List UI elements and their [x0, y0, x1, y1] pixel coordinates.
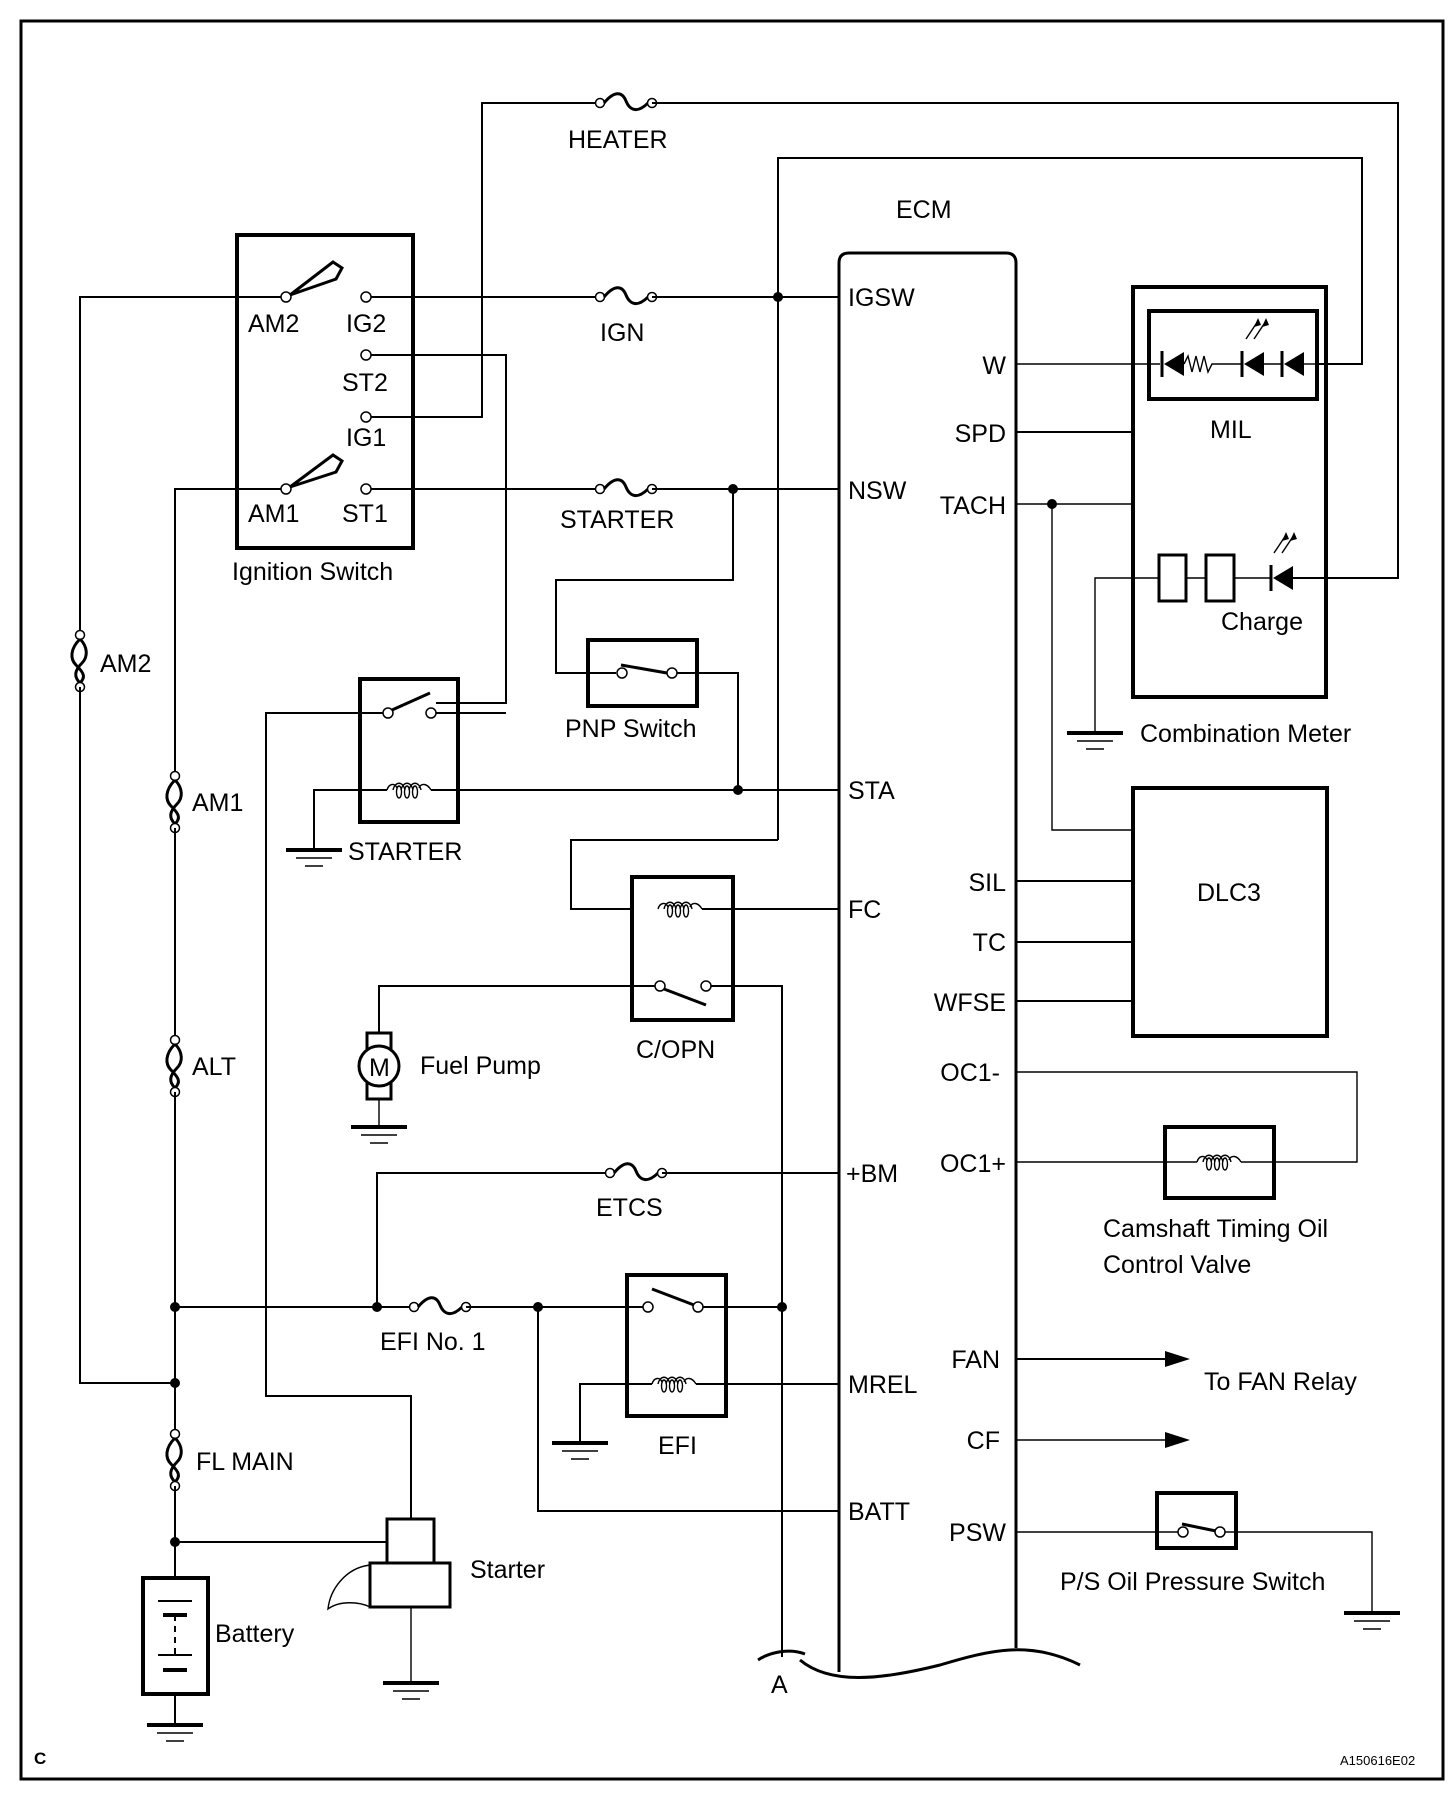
ignition-switch-label: Ignition Switch	[232, 558, 393, 586]
figure-id: A150616E02	[1340, 1753, 1415, 1768]
junction	[170, 1378, 180, 1388]
pin-fan: FAN	[951, 1346, 1000, 1374]
fan-relay-label: To FAN Relay	[1204, 1368, 1357, 1396]
dlc3-label: DLC3	[1197, 879, 1261, 907]
corner-mark: C	[34, 1749, 46, 1768]
motor-symbol: M	[369, 1054, 390, 1082]
fuel-pump: M Fuel Pump	[349, 1031, 541, 1145]
fuse-efi-no1-label: EFI No. 1	[380, 1328, 486, 1356]
pin-spd: SPD	[955, 420, 1006, 448]
copn-label: C/OPN	[636, 1036, 715, 1064]
fuse-alt-label: ALT	[192, 1053, 236, 1081]
pin-igsw: IGSW	[848, 284, 915, 312]
terminal-ig2: IG2	[346, 310, 386, 338]
charge-label: Charge	[1221, 608, 1303, 636]
pin-mrel: MREL	[848, 1371, 918, 1399]
ecm: ECM A IGSW NSW STA FC +BM MREL BATT W SP…	[757, 196, 1081, 1699]
pnp-switch: PNP Switch	[565, 638, 699, 743]
camshaft-label-line1: Camshaft Timing Oil	[1103, 1215, 1328, 1243]
combination-meter-label: Combination Meter	[1140, 720, 1351, 748]
mil-label: MIL	[1210, 416, 1252, 444]
pin-wfse: WFSE	[934, 989, 1006, 1017]
diagram-frame	[19, 19, 1445, 1781]
starter-motor: Starter	[327, 1517, 545, 1701]
connector-a-label: A	[771, 1671, 788, 1699]
starter-motor-label: Starter	[470, 1556, 545, 1584]
junction	[773, 292, 783, 302]
pin-oc1-minus: OC1-	[940, 1059, 1000, 1087]
pin-sil: SIL	[968, 869, 1006, 897]
fuse-starter-label: STARTER	[560, 506, 674, 534]
terminal-st2: ST2	[342, 369, 388, 397]
fuse-etcs-label: ETCS	[596, 1194, 663, 1222]
pin-cf: CF	[967, 1427, 1000, 1455]
dlc3: DLC3	[1131, 786, 1329, 1038]
camshaft-label-line2: Control Valve	[1103, 1251, 1251, 1279]
ps-oil-pressure-switch: P/S Oil Pressure Switch	[1060, 1491, 1325, 1596]
fuse-am1-label: AM1	[192, 789, 243, 817]
pin-w: W	[982, 352, 1006, 380]
pin-bm: +BM	[846, 1160, 898, 1188]
terminal-st1: ST1	[342, 500, 388, 528]
terminal-am1: AM1	[248, 500, 299, 528]
battery: Battery	[141, 1576, 295, 1743]
efi-relay-label: EFI	[658, 1432, 697, 1460]
copn-relay: C/OPN	[630, 875, 735, 1064]
pin-sta: STA	[848, 777, 895, 805]
pin-batt: BATT	[848, 1498, 910, 1526]
cf-arrow-icon	[1165, 1432, 1190, 1448]
fuse-am2-label: AM2	[100, 650, 151, 678]
pnp-switch-label: PNP Switch	[565, 715, 697, 743]
pin-tc: TC	[973, 929, 1006, 957]
starter-relay-label: STARTER	[348, 838, 462, 866]
fuse-fl-main-label: FL MAIN	[196, 1448, 294, 1476]
terminal-am2: AM2	[248, 310, 299, 338]
pin-oc1-plus: OC1+	[940, 1150, 1006, 1178]
fan-arrow-icon	[1165, 1351, 1190, 1367]
fuse-heater-label: HEATER	[568, 126, 668, 154]
ignition-switch: AM2 IG2 ST2 IG1 AM1 ST1 Ignition Switch	[232, 233, 415, 586]
junction	[372, 1302, 382, 1312]
fuel-pump-label: Fuel Pump	[420, 1052, 541, 1080]
pin-psw: PSW	[949, 1519, 1006, 1547]
camshaft-oil-control-valve: Camshaft Timing Oil Control Valve	[1103, 1125, 1328, 1279]
pin-tach: TACH	[940, 492, 1006, 520]
pin-nsw: NSW	[848, 477, 907, 505]
pin-fc: FC	[848, 896, 881, 924]
starter-relay: STARTER	[348, 677, 462, 866]
ps-switch-label: P/S Oil Pressure Switch	[1060, 1568, 1325, 1596]
efi-relay: EFI	[625, 1273, 728, 1460]
combination-meter: MIL Charge Combination Meter	[1016, 285, 1398, 751]
terminal-ig1: IG1	[346, 424, 386, 452]
ecm-label: ECM	[896, 196, 952, 224]
fuse-ign-label: IGN	[600, 319, 644, 347]
battery-label: Battery	[215, 1620, 295, 1648]
